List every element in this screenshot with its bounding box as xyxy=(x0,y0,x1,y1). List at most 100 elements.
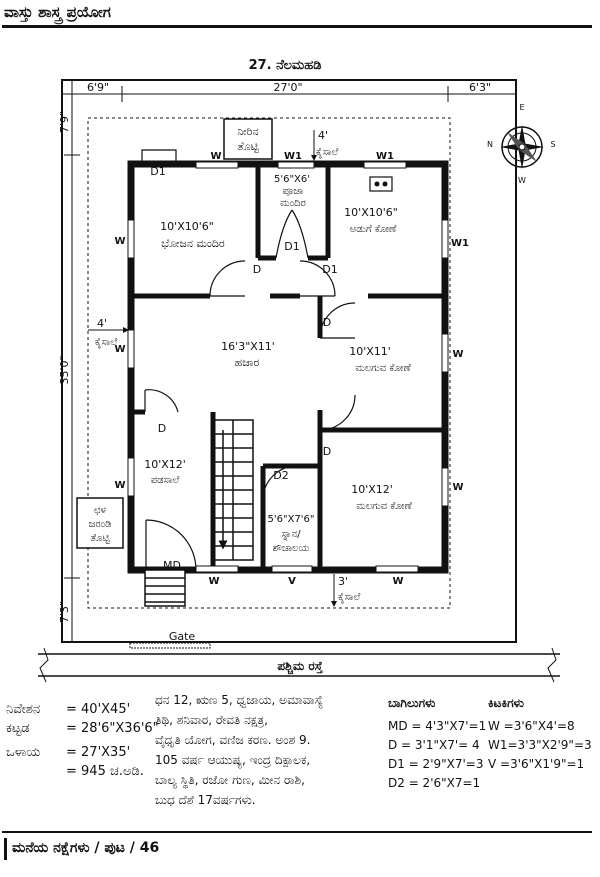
compass-e: E xyxy=(519,103,524,112)
door-spec: D1 = 2'9"X7'=3 xyxy=(388,757,484,771)
label-w-left3: W xyxy=(114,480,125,491)
tank-line1: ಛಳ xyxy=(94,505,107,516)
site-boundary xyxy=(61,79,517,643)
plan-title: 27. ನೆಲಮಹಡಿ xyxy=(249,58,322,73)
dining-size: 10'X10'6" xyxy=(160,220,214,233)
label-w-right2: W xyxy=(452,349,463,360)
bed1-name: ಮಲಗುವ ಕೋಣೆ xyxy=(355,363,411,374)
label-w1-right1: W1 xyxy=(451,238,469,249)
bath-name-1: ಸ್ನಾನ/ xyxy=(281,529,301,540)
gate-label: Gate xyxy=(169,630,196,643)
label-d1-dining: D1 xyxy=(150,165,165,178)
door-swing-bath xyxy=(262,465,296,501)
dim-left-bot: 7'3" xyxy=(58,601,71,623)
label-w-bot1: W xyxy=(208,576,219,587)
page-header-title: ವಾಸ್ತು ಶಾಸ್ತ್ರ ಪ್ರಯೋಗ xyxy=(4,3,111,21)
legend-area-label: ಒಳಾಯ xyxy=(6,745,41,760)
compass-s: S xyxy=(550,140,555,149)
gate-icon xyxy=(129,642,211,649)
legend-area-value: = 27'X35' xyxy=(66,745,131,760)
label-w-left1: W xyxy=(114,236,125,247)
header-rule xyxy=(2,25,592,28)
door-swing-main xyxy=(145,519,197,571)
pooja-name-2: ಮಂದಿರ xyxy=(280,198,306,209)
setback-left-dim: 4' xyxy=(97,317,107,330)
legend-area-label: ಕಟ್ಟಡ xyxy=(6,721,30,736)
label-d2-bath: D2 xyxy=(273,469,288,482)
kaisale-bottom: ಕೈಸಾಲೆ xyxy=(338,592,361,603)
label-d1-kitchen: D1 xyxy=(322,263,337,276)
pooja-door-swing xyxy=(275,209,309,259)
bath-size: 5'6"X7'6" xyxy=(268,514,315,525)
page-footer: ಮನೆಯ ನಕ್ಷೆಗಳು / ಪುಟ / 46 xyxy=(12,840,160,856)
door-swing-dining-top xyxy=(141,149,177,165)
sump-line2: ತೊಟ್ಟಿ xyxy=(237,140,258,153)
dining-name: ಭೋಜನ ಮಂದಿರ xyxy=(161,237,225,250)
kaisale-left: ಕೈಸಾಲೆ xyxy=(95,337,118,348)
water-sump-box xyxy=(223,118,273,160)
compass-icon xyxy=(500,125,544,169)
legend-areas: ನಿವೇಶನ = 40'X45' ಕಟ್ಟಡ = 28'6"X36'6" ಒಳಾಯ =… xyxy=(6,700,159,781)
legend-area-row: ಕಟ್ಟಡ = 28'6"X36'6" xyxy=(6,719,159,738)
legend-area-value: = 28'6"X36'6" xyxy=(66,721,159,736)
road-break-left xyxy=(39,647,49,683)
label-v-bot: V xyxy=(288,576,296,587)
staircase xyxy=(212,419,254,561)
bed2-size: 10'X12' xyxy=(351,483,393,496)
door-spec: MD = 4'3"X7'=1 xyxy=(388,719,487,733)
kaisale-top: ಕೈಸಾಲೆ xyxy=(316,147,339,158)
label-w-bot2: W xyxy=(392,576,403,587)
setback-bottom-dim: 3' xyxy=(338,575,348,588)
legend-area-label xyxy=(6,762,66,781)
legend-area-row: ನಿವೇಶನ = 40'X45' xyxy=(6,700,159,719)
astro-line: ಬುಧ ದೆಶೆ 17ವರ್ಷಗಳು. xyxy=(155,793,256,807)
legend-astro: ಧನ 12, ಋಣ 5, ಧ್ವಜಾಯ, ಅಮಾವಾಸ್ಯೆ ತಿಥಿ, ಶನಿ… xyxy=(155,690,323,810)
bed2-name: ಮಲಗುವ ಕೋಣೆ xyxy=(356,501,412,512)
label-d-dining: D xyxy=(253,263,261,276)
legend-area-row: ಒಳಾಯ = 27'X35' xyxy=(6,743,159,762)
windows-title: ಕಿಟಕಿಗಳು xyxy=(488,696,524,710)
road-label: ಪಶ್ಚಿಮ ರಸ್ತೆ xyxy=(277,659,323,676)
door-swing-d1 xyxy=(299,260,336,297)
legend-windows: ಕಿಟಕಿಗಳು W =3'6"X4'=8 W1=3'3"X2'9"=3 V =… xyxy=(488,694,592,774)
road-break-right xyxy=(547,647,557,683)
astro-line: ವೈಧೃತಿ ಯೋಗ, ವಣಿಜ ಕರಣ. ಅಂಶ 9. xyxy=(155,733,311,747)
label-w1-top2: W1 xyxy=(284,151,302,162)
bath-name-2: ಶೌಚಾಲಯ xyxy=(273,543,310,554)
kitchen-size: 10'X10'6" xyxy=(344,206,398,219)
dim-top-right: 6'3" xyxy=(469,81,491,94)
compass-w: W xyxy=(518,176,526,185)
legend-area-value: = 945 ಚ.ಅಡಿ. xyxy=(66,764,144,779)
legend-area-value: = 40'X45' xyxy=(66,702,131,717)
stove-icon xyxy=(369,176,393,192)
label-d-bed1: D xyxy=(323,316,331,329)
bed1-size: 10'X11' xyxy=(349,345,391,358)
dim-top-mid: 27'0" xyxy=(273,81,302,94)
window-spec: V =3'6"X1'9"=1 xyxy=(488,757,585,771)
dim-top-left: 6'9" xyxy=(87,81,109,94)
door-spec: D2 = 2'6"X7=1 xyxy=(388,776,481,790)
label-w1-top3: W1 xyxy=(376,151,394,162)
setback-top-dim: 4' xyxy=(318,129,328,142)
kitchen-name: ಅಡುಗೆ ಕೋಣೆ xyxy=(350,224,397,235)
legend-doors: ಬಾಗಿಲುಗಳು MD = 4'3"X7'=1 D = 3'1"X7'= 4 … xyxy=(388,694,486,793)
tank-line2: ಜರಂಡಿ xyxy=(89,519,112,530)
astro-line: 105 ವರ್ಷ ಆಯುಷ್ಯ, ಇಂದ್ರ ದಿಕ್ಪಾಲಕ, xyxy=(155,753,311,767)
door-swing-dining xyxy=(209,260,246,297)
legend-area-label: ನಿವೇಶನ xyxy=(6,702,41,717)
septic-tank-box xyxy=(76,497,124,549)
door-spec: D = 3'1"X7'= 4 xyxy=(388,738,480,752)
dim-left-mid: 35'0" xyxy=(58,355,71,384)
front-steps xyxy=(144,569,186,607)
door-swing-bed2 xyxy=(319,394,356,431)
label-w-right3: W xyxy=(452,482,463,493)
tank-line3: ತೊಟ್ಟಿ xyxy=(90,533,110,544)
pooja-name-1: ಪೂಜಾ xyxy=(282,186,303,197)
windows xyxy=(127,161,449,573)
hall-size: 16'3"X11' xyxy=(221,340,275,353)
door-swing-bed1 xyxy=(319,302,356,339)
astro-line: ಬಾಲ್ಯ ಸ್ಥಿತಿ, ರಜೋ ಗುಣ, ಮೀನ ರಾಶಿ, xyxy=(155,773,305,787)
doors-title: ಬಾಗಿಲುಗಳು xyxy=(388,696,436,710)
window-spec: W1=3'3"X2'9"=3 xyxy=(488,738,592,752)
